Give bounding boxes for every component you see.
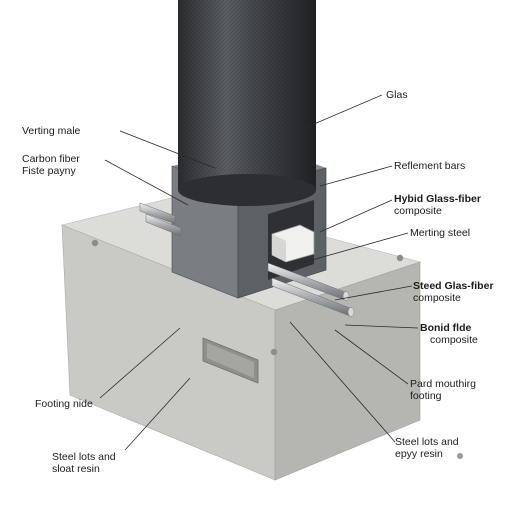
anchor-bolt-2 [396, 254, 404, 262]
anchor-bolt-3 [270, 348, 278, 356]
label-steel-bolts-left: Steel lots and sloat resin [52, 451, 116, 475]
label-steel-glass-fiber: Steed Glas-fiber composite [413, 280, 494, 304]
leader-lines [99, 94, 419, 451]
reinforcement-rods [139, 202, 355, 317]
label-carbon-fiber: Carbon fiber Fiste payny [22, 153, 80, 177]
label-steel-bolts-right: Steel lots and epyy resin [395, 436, 459, 460]
label-footing-side: Footing nide [35, 398, 93, 410]
anchor-bolt-1 [91, 239, 99, 247]
concrete-right-face [274, 261, 421, 481]
label-venting-male: Verting male [22, 125, 81, 137]
label-reinforcement-bars: Reflement bars [394, 160, 466, 172]
label-glass: Glas [386, 89, 408, 101]
label-hybrid-glass-fiber: Hybid Glass-fiber composite [394, 193, 481, 217]
anchor-bolt-4 [457, 453, 463, 459]
label-bond-fiber: Bonid flde composite [420, 322, 478, 346]
label-venting-steel: Merting steel [410, 227, 471, 239]
label-pad-mounting: Pard mouthirg footing [410, 378, 476, 402]
